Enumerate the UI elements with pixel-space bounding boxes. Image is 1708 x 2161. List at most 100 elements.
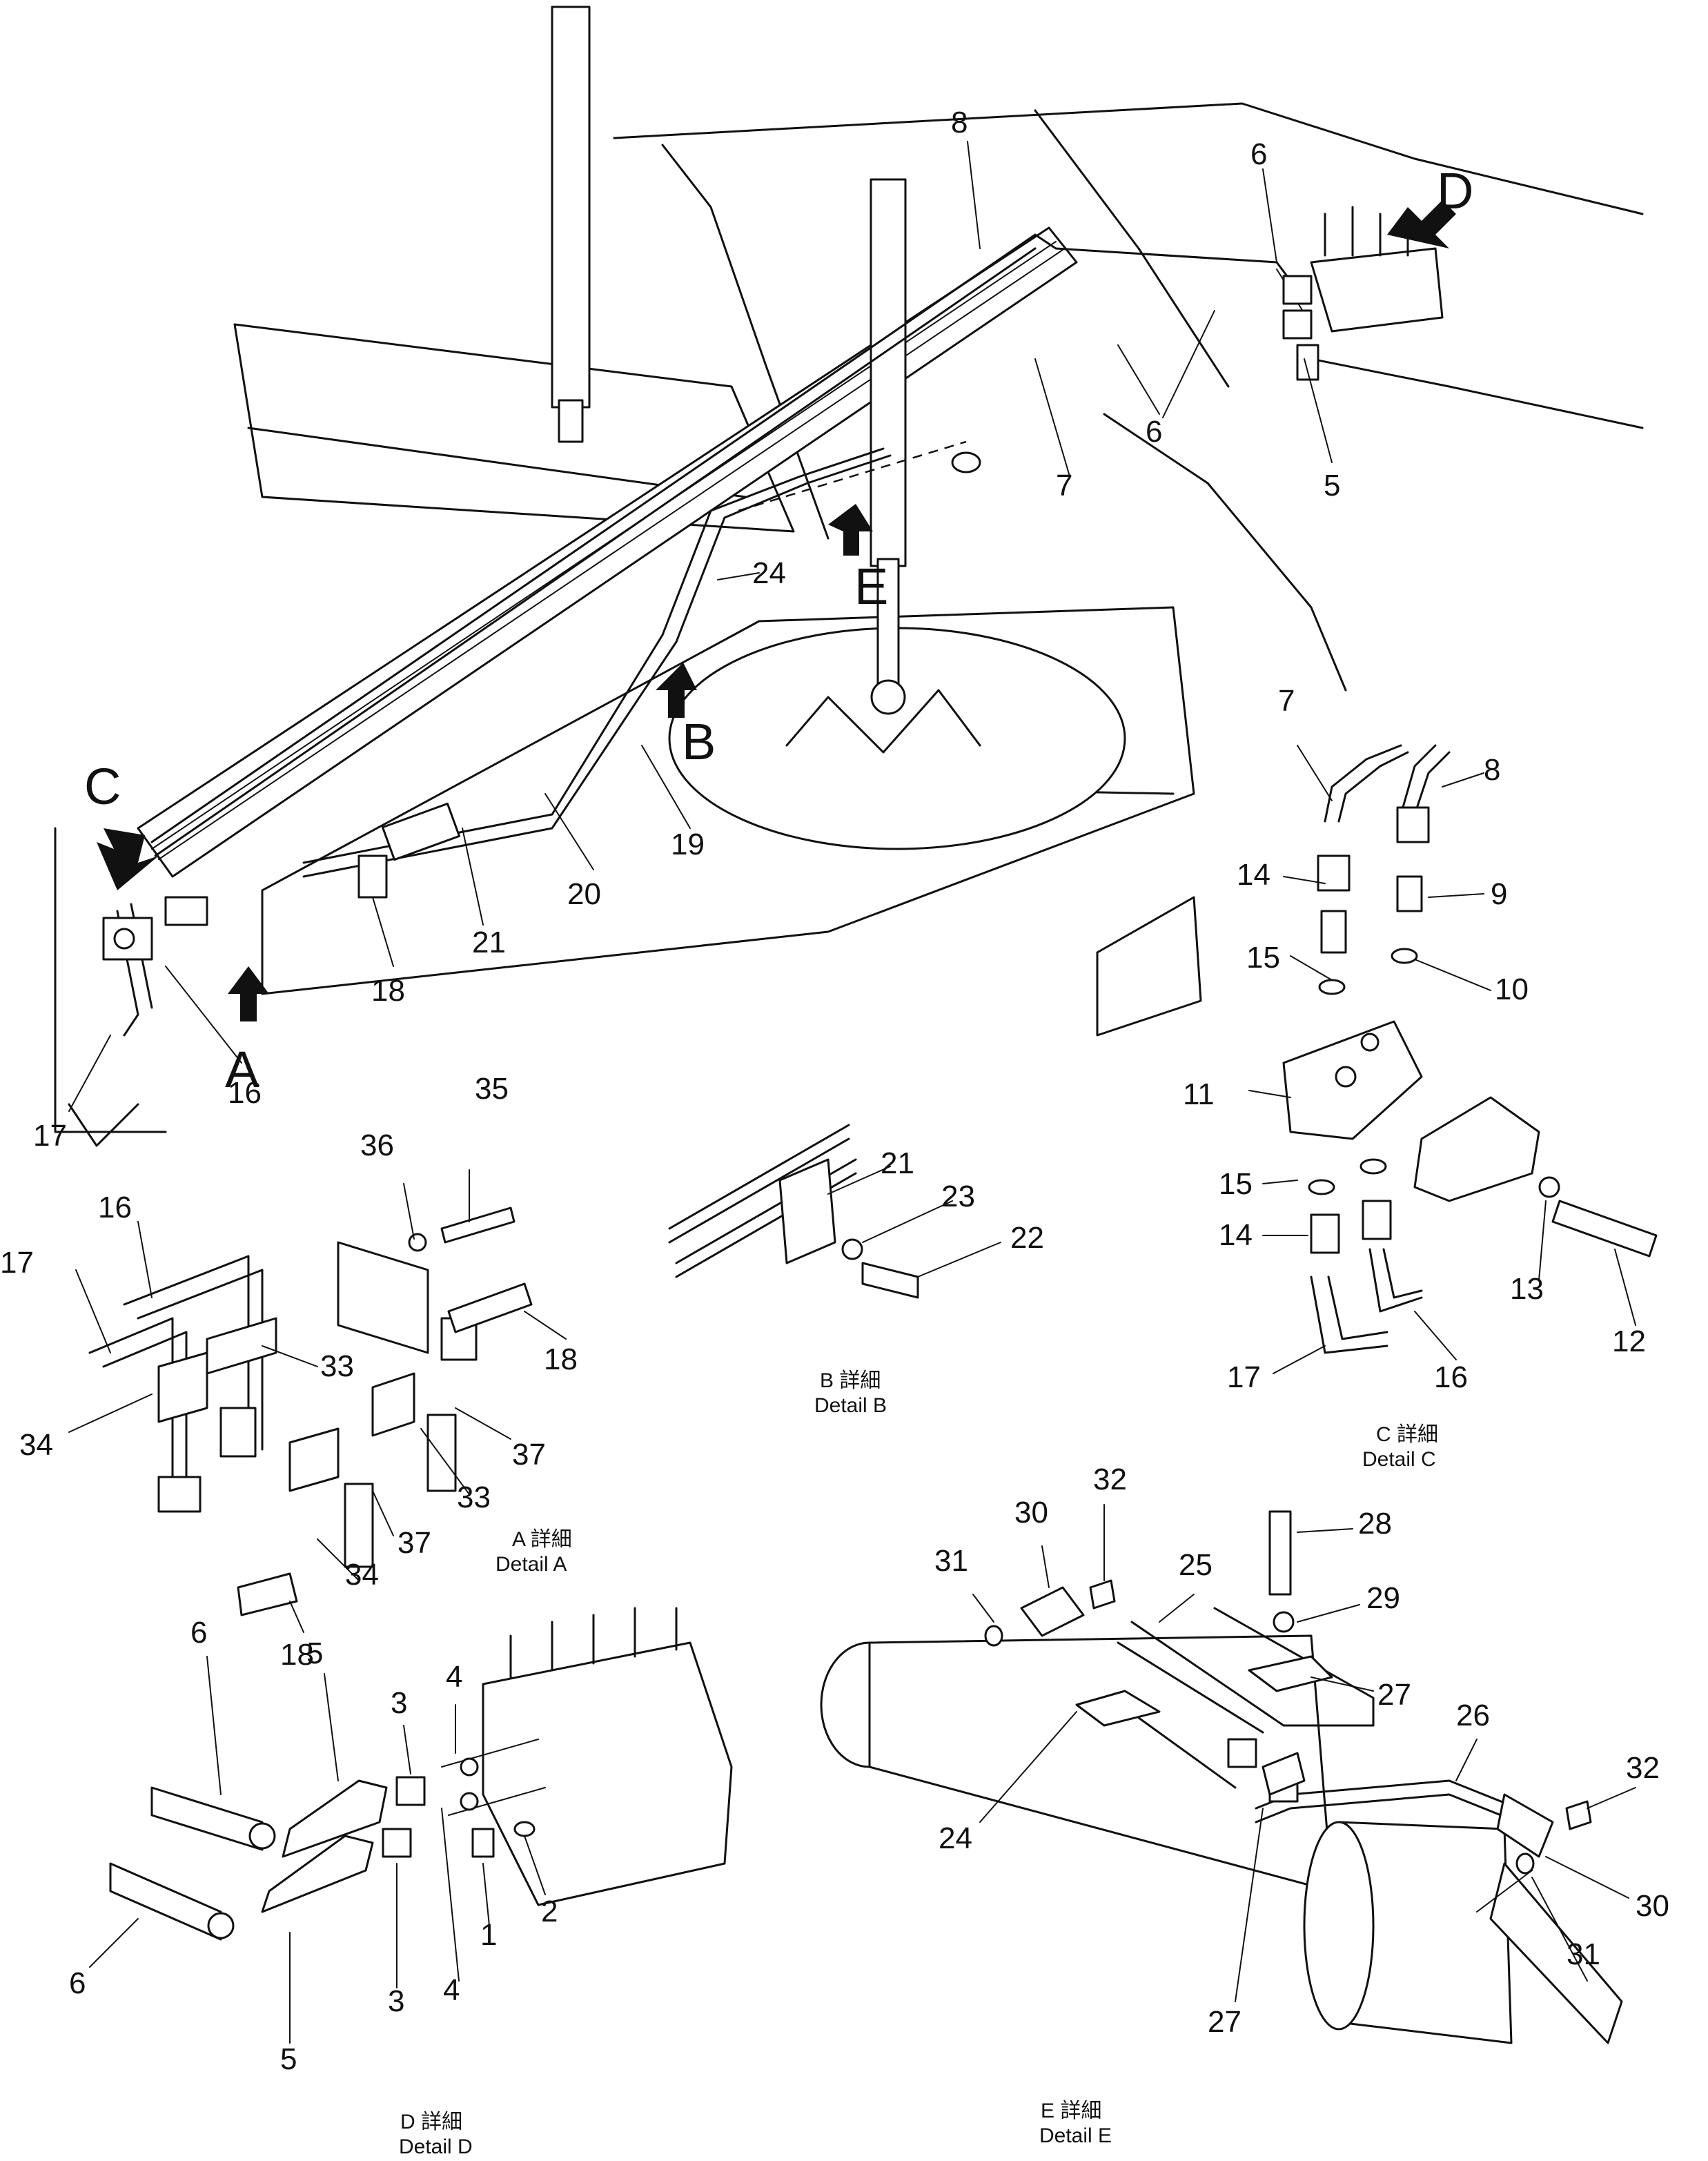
- callout-16-a: 16: [98, 1191, 132, 1224]
- callout-25: 25: [1179, 1548, 1213, 1582]
- callout-20: 20: [567, 877, 601, 911]
- arrow-a-icon: [228, 966, 269, 1021]
- callout-23: 23: [941, 1180, 975, 1213]
- view-letters: C A B E D: [84, 162, 1473, 1098]
- view-arrows: [97, 200, 1456, 1021]
- callout-21-b: 21: [881, 1146, 914, 1180]
- detail-e: [820, 1504, 1636, 2044]
- view-letter-b: B: [682, 713, 716, 770]
- callout-6-d-top: 6: [190, 1616, 207, 1650]
- callout-37-right: 37: [512, 1438, 546, 1471]
- main-assembly-view: [54, 6, 1644, 1147]
- callout-7-c: 7: [1278, 684, 1295, 718]
- callout-18-a-top: 18: [544, 1342, 578, 1376]
- arrow-d-icon: [1387, 200, 1456, 248]
- callout-37-bottom: 37: [397, 1526, 431, 1560]
- caption-c-prefix: C 詳細: [1376, 1423, 1438, 1446]
- callout-18-a-bottom: 18: [280, 1638, 314, 1672]
- fittings-area-a: [102, 896, 208, 1037]
- callout-5-d-top: 5: [306, 1636, 323, 1670]
- callout-17-a: 17: [0, 1246, 34, 1280]
- detail-b: [668, 1124, 1001, 1299]
- caption-b-prefix: B 詳細: [820, 1369, 881, 1392]
- callout-8-c: 8: [1484, 753, 1500, 787]
- callout-32-top: 32: [1093, 1463, 1127, 1496]
- leader-lines-main: [68, 141, 1333, 1112]
- view-letter-a: A: [225, 1041, 259, 1098]
- callout-15-bottom: 15: [1219, 1167, 1253, 1201]
- callout-2: 2: [541, 1895, 558, 1928]
- callout-24-e: 24: [939, 1821, 972, 1855]
- callout-7-main: 7: [1056, 469, 1072, 502]
- pipe-7-8: [150, 233, 1299, 843]
- callout-11: 11: [1183, 1077, 1215, 1111]
- callout-29: 29: [1366, 1581, 1400, 1615]
- callout-21-main: 21: [472, 926, 506, 959]
- pipe-19-20-21: [302, 634, 664, 864]
- part-number-callouts: 8 6 7 6 5 24 19 20 21 18 16 17 35 36 16 …: [0, 106, 1669, 2076]
- callout-33-bottom: 33: [457, 1480, 491, 1514]
- caption-a-label: Detail A: [495, 1553, 567, 1576]
- caption-e-prefix: E 詳細: [1041, 2100, 1101, 2122]
- callout-3-top: 3: [391, 1686, 407, 1720]
- callout-31-bottom: 31: [1567, 1937, 1600, 1971]
- control-valve-d: [482, 1641, 733, 1906]
- detail-a: [68, 1169, 567, 1633]
- hose-24: [661, 447, 885, 636]
- callout-26: 26: [1456, 1699, 1490, 1732]
- callout-27-top: 27: [1377, 1678, 1411, 1712]
- callout-1: 1: [480, 1918, 497, 1952]
- callout-5-main: 5: [1324, 469, 1340, 502]
- callout-16-c: 16: [1434, 1360, 1468, 1394]
- detail-captions: A 詳細 Detail A B 詳細 Detail B C 詳細 Detail …: [399, 1369, 1438, 2158]
- arrow-c-icon: [97, 828, 159, 890]
- view-letter-e: E: [854, 558, 888, 615]
- callout-6-lower: 6: [1146, 415, 1162, 449]
- callout-14-top: 14: [1237, 858, 1270, 892]
- caption-c-label: Detail C: [1362, 1448, 1436, 1471]
- callout-18-main: 18: [371, 974, 405, 1008]
- lift-cylinder-right: [870, 178, 907, 715]
- callout-9: 9: [1491, 877, 1507, 911]
- callout-36: 36: [360, 1128, 394, 1162]
- detail-d: [89, 1607, 733, 2044]
- detail-c: [1248, 744, 1658, 1374]
- callout-4-bottom: 4: [443, 1973, 460, 2007]
- caption-e-label: Detail E: [1039, 2124, 1112, 2147]
- arrow-e-icon: [828, 504, 873, 556]
- callout-30-top: 30: [1014, 1496, 1048, 1529]
- label-tag-24: [1075, 1690, 1161, 1727]
- callout-15-top: 15: [1246, 941, 1280, 975]
- caption-b-label: Detail B: [814, 1394, 887, 1417]
- callout-12: 12: [1612, 1324, 1646, 1358]
- view-letter-d: D: [1437, 162, 1473, 219]
- control-valve-top: [1282, 206, 1444, 381]
- callout-16-main: 16: [228, 1076, 262, 1110]
- callout-28: 28: [1358, 1507, 1392, 1541]
- callout-31-top: 31: [934, 1544, 968, 1578]
- callout-22: 22: [1010, 1221, 1044, 1255]
- callout-17-c: 17: [1227, 1360, 1261, 1394]
- caption-a-prefix: A 詳細: [512, 1528, 572, 1551]
- caption-d-label: Detail D: [399, 2135, 473, 2158]
- view-letter-c: C: [84, 758, 121, 815]
- callout-13: 13: [1510, 1272, 1544, 1306]
- callout-32-bottom: 32: [1626, 1751, 1660, 1785]
- callout-10: 10: [1495, 972, 1529, 1006]
- callout-6-top: 6: [1250, 137, 1267, 171]
- callout-3-bottom: 3: [388, 1984, 404, 2018]
- callout-35: 35: [475, 1072, 509, 1106]
- callout-34-bottom: 34: [345, 1558, 379, 1592]
- callout-6-d-bottom: 6: [69, 1966, 86, 2000]
- callout-4-top: 4: [446, 1660, 462, 1694]
- caption-d-prefix: D 詳細: [400, 2111, 462, 2133]
- lift-cylinder-left: [551, 6, 591, 443]
- callout-33-top: 33: [320, 1349, 354, 1383]
- callout-8: 8: [951, 106, 968, 139]
- callout-30-bottom: 30: [1636, 1889, 1669, 1923]
- callout-17-main: 17: [33, 1119, 67, 1153]
- callout-5-d-bottom: 5: [280, 2042, 297, 2076]
- callout-14-bottom: 14: [1219, 1218, 1253, 1252]
- callout-19: 19: [671, 828, 705, 861]
